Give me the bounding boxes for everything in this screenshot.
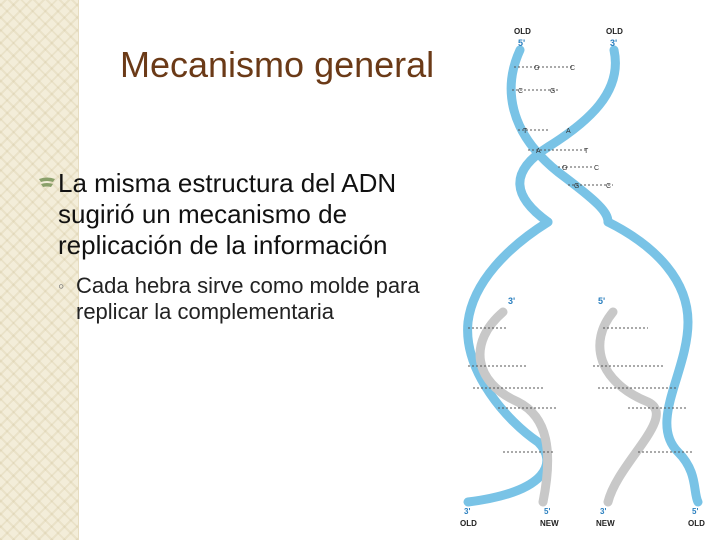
- svg-text:A: A: [566, 128, 571, 135]
- old-strand-right-lower: [603, 217, 703, 507]
- top-left-label: OLD: [514, 27, 531, 36]
- bullet-main-text: La misma estructura del ADN sugirió un m…: [58, 168, 397, 260]
- svg-text:G: G: [574, 183, 579, 190]
- top-right-end: 3': [610, 38, 617, 48]
- base-pair-rungs-bottom: [468, 327, 693, 453]
- svg-text:T: T: [584, 148, 589, 155]
- top-left-end: 5': [518, 38, 525, 48]
- bottom-end-1: 3': [464, 507, 470, 516]
- mid-left-end: 3': [508, 296, 515, 306]
- mid-right-end: 5': [598, 296, 605, 306]
- bullet-sub: ◦ Cada hebra sirve como molde para repli…: [38, 273, 458, 325]
- bottom-label-1: OLD: [460, 519, 477, 528]
- bullet-list: La misma estructura del ADN sugirió un m…: [38, 168, 458, 325]
- bullet-main: La misma estructura del ADN sugirió un m…: [38, 168, 458, 261]
- svg-text:A: A: [536, 148, 541, 155]
- svg-text:T: T: [523, 128, 528, 135]
- svg-text:C: C: [570, 65, 575, 72]
- bottom-end-2: 5': [544, 507, 550, 516]
- svg-text:C: C: [518, 88, 523, 95]
- top-right-label: OLD: [606, 27, 623, 36]
- bullet-marker-icon: [39, 177, 55, 187]
- slide-title: Mecanismo general: [120, 44, 435, 85]
- bottom-end-3: 3': [600, 507, 606, 516]
- new-strand-right: [595, 307, 661, 507]
- base-pair-rungs-top: [512, 66, 613, 186]
- sub-bullet-marker: ◦: [58, 276, 65, 296]
- decorative-side-band: [0, 0, 79, 540]
- bottom-label-4: OLD: [688, 519, 705, 528]
- dna-svg: G C C G T A A T G C G C OLD 5' OLD 3': [460, 27, 705, 528]
- svg-text:G: G: [534, 65, 539, 72]
- bottom-end-4: 5': [692, 507, 698, 516]
- svg-text:C: C: [606, 183, 611, 190]
- old-strand-left-lower: [463, 217, 553, 507]
- bottom-label-3: NEW: [596, 519, 615, 528]
- bottom-label-2: NEW: [540, 519, 559, 528]
- new-strand-left: [475, 307, 553, 507]
- svg-text:C: C: [594, 165, 599, 172]
- svg-text:G: G: [550, 88, 555, 95]
- dna-replication-diagram: G C C G T A A T G C G C OLD 5' OLD 3': [448, 22, 720, 540]
- svg-text:G: G: [562, 165, 567, 172]
- old-strand-right-top: [515, 45, 620, 227]
- old-strand-left-top: [506, 45, 613, 227]
- bullet-sub-text: Cada hebra sirve como molde para replica…: [76, 273, 420, 324]
- base-letters-top: G C C G T A A T G C G C: [518, 65, 611, 190]
